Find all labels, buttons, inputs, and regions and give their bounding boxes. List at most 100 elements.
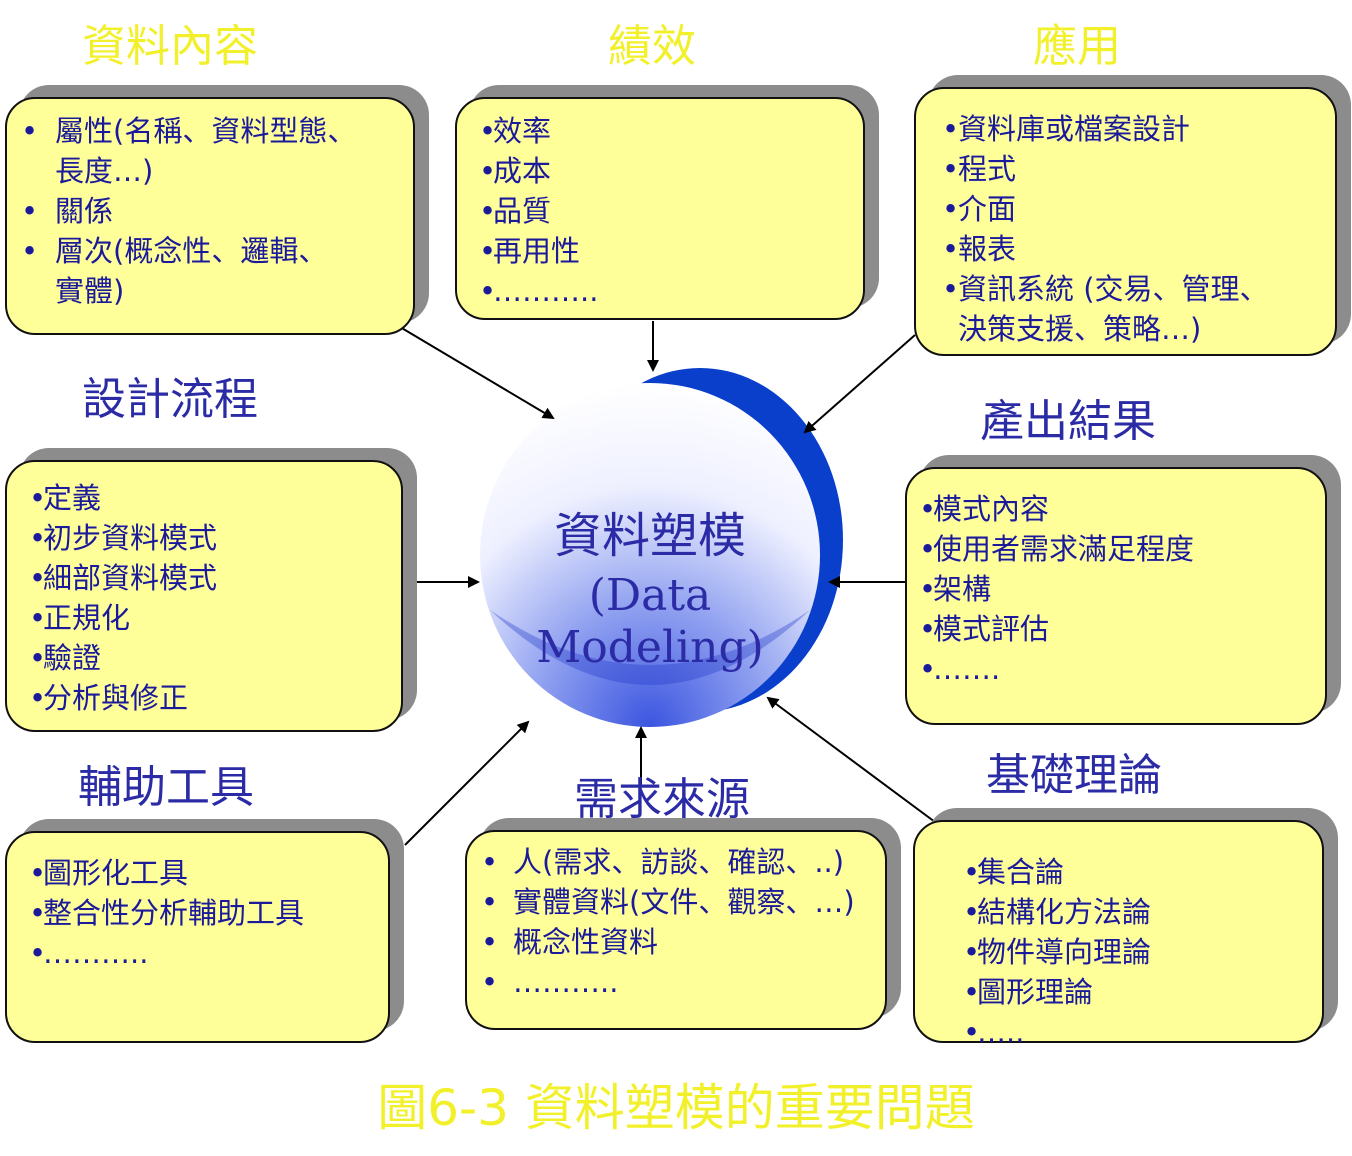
bullet-icon: • bbox=[479, 234, 497, 268]
bullet-icon: • bbox=[479, 274, 497, 308]
list-item: •模式評估 bbox=[919, 609, 1325, 649]
list-tools: •圖形化工具•整合性分析輔助工具•……….. bbox=[29, 853, 388, 973]
list-item-text: 再用性 bbox=[493, 234, 581, 268]
list-item-text: 結構化方法論 bbox=[977, 895, 1152, 929]
list-item-text: 集合論 bbox=[977, 855, 1065, 889]
center-title: 資料塑模 bbox=[553, 508, 746, 564]
bullet-icon: • bbox=[942, 232, 960, 266]
title-tools: 輔助工具 bbox=[78, 762, 254, 813]
bullet-icon: • bbox=[29, 521, 47, 555]
list-item-text: 資料庫或檔案設計 bbox=[958, 112, 1191, 146]
title-sources: 需求來源 bbox=[574, 774, 750, 825]
list-item-text: 正規化 bbox=[43, 601, 131, 635]
arrow-theory bbox=[766, 696, 936, 823]
bullet-icon: • bbox=[481, 965, 499, 999]
bullet-icon: • bbox=[21, 114, 39, 148]
list-item-text: 關係 bbox=[55, 194, 114, 228]
list-item-text: 使用者需求滿足程度 bbox=[933, 532, 1195, 566]
list-item: • 層次(概念性、邏輯、實體) bbox=[21, 231, 413, 311]
list-item: •效率 bbox=[479, 111, 863, 151]
bullet-icon: • bbox=[963, 1015, 981, 1049]
box-content: •屬性(名稱、資料型態、長度…)•關係•層次(概念性、邏輯、實體) bbox=[5, 97, 415, 335]
arrow-content bbox=[394, 323, 555, 420]
list-item-text-continued: 實體) bbox=[55, 274, 125, 308]
list-item: •品質 bbox=[479, 191, 863, 231]
list-item-text: 初步資料模式 bbox=[43, 521, 218, 555]
bullet-icon: • bbox=[481, 885, 499, 919]
list-item: •使用者需求滿足程度 bbox=[919, 529, 1325, 569]
bullet-icon: • bbox=[919, 492, 937, 526]
bullet-icon: • bbox=[481, 845, 499, 879]
box-application: •資料庫或檔案設計•程式•介面•報表•資訊系統 (交易、管理、決策支援、策略…) bbox=[914, 87, 1337, 356]
list-item-text: 成本 bbox=[493, 154, 552, 188]
arrow-application bbox=[803, 334, 916, 434]
list-item: •集合論 bbox=[963, 852, 1322, 892]
list-item-text: 驗證 bbox=[43, 641, 102, 675]
list-item: •整合性分析輔助工具 bbox=[29, 893, 388, 933]
bullet-icon: • bbox=[919, 652, 937, 686]
list-theory: •集合論•結構化方法論•物件導向理論•圖形理論•….. bbox=[963, 852, 1322, 1052]
list-item: •再用性 bbox=[479, 231, 863, 271]
bullet-icon: • bbox=[481, 925, 499, 959]
list-item: •概念性資料 bbox=[481, 922, 885, 962]
list-item: •模式內容 bbox=[919, 489, 1325, 529]
list-item-text: 定義 bbox=[43, 481, 102, 515]
list-item-text: 品質 bbox=[493, 194, 552, 228]
bullet-icon: • bbox=[29, 936, 47, 970]
list-item: •架構 bbox=[919, 569, 1325, 609]
list-item-text: 程式 bbox=[958, 152, 1017, 186]
list-item: •正規化 bbox=[29, 598, 401, 638]
list-item-text: 分析與修正 bbox=[43, 681, 189, 715]
list-item: •……….. bbox=[29, 933, 388, 973]
list-item-text: ……….. bbox=[43, 936, 149, 970]
box-tools: •圖形化工具•整合性分析輔助工具•……….. bbox=[5, 831, 390, 1043]
list-item: •驗證 bbox=[29, 638, 401, 678]
list-item: •定義 bbox=[29, 478, 401, 518]
list-item-text: 圖形理論 bbox=[977, 975, 1094, 1009]
bullet-icon: • bbox=[919, 572, 937, 606]
title-performance: 績效 bbox=[608, 21, 696, 72]
list-item-text: 架構 bbox=[933, 572, 992, 606]
bullet-icon: • bbox=[29, 561, 47, 595]
list-performance: •效率•成本•品質•再用性•……….. bbox=[479, 111, 863, 311]
bullet-icon: • bbox=[963, 975, 981, 1009]
list-item: •人(需求、訪談、確認、..) bbox=[481, 842, 885, 882]
title-process: 設計流程 bbox=[82, 374, 258, 425]
list-item: •….. bbox=[963, 1012, 1322, 1052]
title-content: 資料內容 bbox=[82, 21, 258, 72]
list-item: •……….. bbox=[481, 962, 885, 1002]
bullet-icon: • bbox=[479, 194, 497, 228]
list-item: •結構化方法論 bbox=[963, 892, 1322, 932]
bullet-icon: • bbox=[942, 272, 960, 306]
list-item: • 實體資料(文件、觀察、…) bbox=[481, 882, 885, 922]
list-item-text: 實體資料(文件、觀察、…) bbox=[513, 885, 855, 919]
box-process: •定義•初步資料模式•細部資料模式•正規化•驗證•分析與修正 bbox=[5, 460, 403, 732]
list-item-text: 報表 bbox=[958, 232, 1017, 266]
bullet-icon: • bbox=[29, 856, 47, 890]
list-item: •圖形化工具 bbox=[29, 853, 388, 893]
bullet-icon: • bbox=[963, 895, 981, 929]
list-item: •關係 bbox=[21, 191, 413, 231]
sphere-shade bbox=[490, 610, 810, 685]
bullet-icon: • bbox=[29, 641, 47, 675]
list-item-text: 效率 bbox=[493, 114, 552, 148]
box-performance: •效率•成本•品質•再用性•……….. bbox=[455, 97, 865, 320]
list-item-text: 資訊系統 (交易、管理、 bbox=[958, 272, 1269, 306]
list-process: •定義•初步資料模式•細部資料模式•正規化•驗證•分析與修正 bbox=[29, 478, 401, 718]
list-item-text: 層次(概念性、邏輯、 bbox=[55, 234, 328, 268]
list-item-text: 物件導向理論 bbox=[977, 935, 1152, 969]
bullet-icon: • bbox=[919, 612, 937, 646]
list-item: •圖形理論 bbox=[963, 972, 1322, 1012]
title-output: 產出結果 bbox=[980, 396, 1156, 447]
bullet-icon: • bbox=[21, 234, 39, 268]
list-sources: •人(需求、訪談、確認、..)•實體資料(文件、觀察、…)•概念性資料•……….… bbox=[481, 842, 885, 1002]
list-item: •……. bbox=[919, 649, 1325, 689]
list-item-text: 模式內容 bbox=[933, 492, 1050, 526]
box-output: •模式內容•使用者需求滿足程度•架構•模式評估•……. bbox=[905, 467, 1327, 725]
list-item-text: ……. bbox=[933, 652, 1001, 686]
list-item: •成本 bbox=[479, 151, 863, 191]
sphere-front bbox=[480, 383, 820, 727]
list-item: •初步資料模式 bbox=[29, 518, 401, 558]
bullet-icon: • bbox=[942, 112, 960, 146]
